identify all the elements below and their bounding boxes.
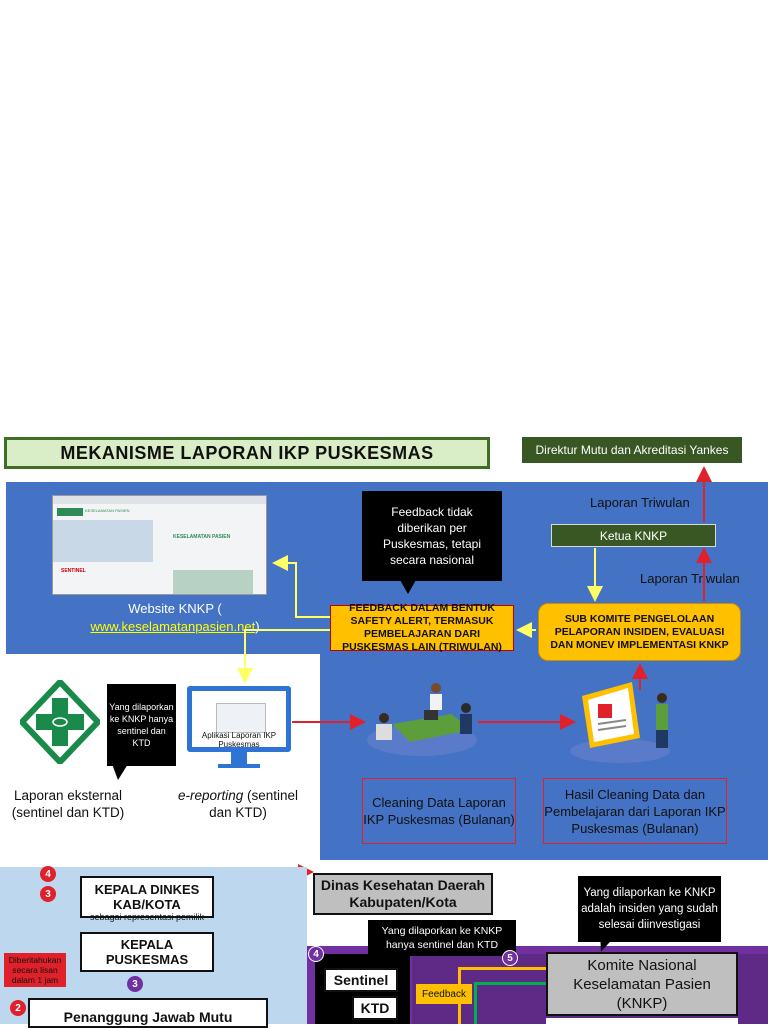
browser-bar <box>53 496 266 504</box>
step-4-badge-a: 4 <box>40 866 56 882</box>
penanggung-jawab-box: Penanggung Jawab Mutu <box>28 998 268 1028</box>
monitor-stand <box>231 752 247 764</box>
meeting-icon <box>367 683 477 756</box>
step-4-badge-b: 4 <box>308 946 324 962</box>
sentinel-callout-pointer <box>112 764 128 780</box>
feedback-callout-text: Feedback tidak diberikan per Puskesmas, … <box>382 505 482 567</box>
step-4a-text: 4 <box>45 868 51 880</box>
website-logo-text: KESELAMATAN PASIEN <box>85 508 130 513</box>
sentinel-callout-text: Yang dilaporkan ke KNKP hanya sentinel d… <box>109 702 174 748</box>
analysis-icon <box>570 682 670 763</box>
laporan-triwulan-label-1: Laporan Triwulan <box>590 495 690 510</box>
page-title-text: MEKANISME LAPORAN IKP PUSKESMAS <box>60 442 434 463</box>
website-section: SENTINEL <box>61 568 86 574</box>
website-thumb <box>173 570 253 594</box>
ketua-label: Ketua KNKP <box>599 528 668 543</box>
step-2-text: 2 <box>15 1002 21 1014</box>
ereporting-italic: e-reporting <box>177 788 244 803</box>
ktd-label: KTD <box>360 999 390 1016</box>
knkp-callout: Yang dilaporkan ke KNKP hanya sentinel d… <box>368 920 516 956</box>
penanggung-label: Penanggung Jawab Mutu <box>63 1009 233 1025</box>
kepala-puskesmas-box: KEPALA PUSKESMAS <box>80 932 214 972</box>
app-login-form <box>216 703 266 733</box>
subkomite-text: SUB KOMITE PENGELOLAAN PELAPORAN INSIDEN… <box>550 612 729 651</box>
hasil-text: Hasil Cleaning Data dan Pembelajaran dar… <box>544 786 726 836</box>
feedback-line-green <box>474 982 546 1024</box>
cleaning-text: Cleaning Data Laporan IKP Puskesmas (Bul… <box>363 795 515 827</box>
monitor-base <box>218 764 260 768</box>
website-headline: KESELAMATAN PASIEN <box>173 534 231 540</box>
website-close-paren: ) <box>255 619 260 634</box>
kepala-dinkes-label: KEPALA DINKES KAB/KOTA <box>94 882 200 912</box>
diberitahukan-text: Diberitahukan secara lisan dalam 1 jam <box>8 955 62 985</box>
subkomite-box: SUB KOMITE PENGELOLAAN PELAPORAN INSIDEN… <box>538 603 741 661</box>
step-4b-text: 4 <box>313 948 319 960</box>
step-3a-text: 3 <box>45 888 51 900</box>
komite-sub-box <box>546 1018 738 1024</box>
feedback-box-text: FEEDBACK DALAM BENTUK SAFETY ALERT, TERM… <box>342 602 502 653</box>
ereporting-label: e-reporting (sentinel dan KTD) <box>174 787 302 821</box>
team-meeting-illustration <box>362 680 482 760</box>
kepala-dinkes-box: KEPALA DINKES KAB/KOTA sebagai represent… <box>80 876 214 922</box>
blue-panel-right <box>320 654 768 860</box>
website-label-text: Website KNKP ( <box>128 601 222 616</box>
komite-box: Komite Nasional Keselamatan Pasien (KNKP… <box>546 952 738 1016</box>
kepala-puskesmas-label: KEPALA PUSKESMAS <box>105 937 189 967</box>
feedback-small-label: Feedback <box>416 984 472 1004</box>
laporan-triwulan-label-2: Laporan Triwulan <box>640 571 740 586</box>
step-5-badge: 5 <box>502 950 518 966</box>
sentinel-box: Sentinel <box>324 968 398 992</box>
feedback-small-text: Feedback <box>422 988 466 1000</box>
puskesmas-logo-icon <box>17 677 103 767</box>
website-logo-icon <box>57 508 83 516</box>
step-5-text: 5 <box>507 952 513 964</box>
step-2-badge: 2 <box>10 1000 26 1016</box>
puskesmas-logo <box>17 677 103 767</box>
step-3-badge-b: 3 <box>127 976 143 992</box>
hero-image <box>53 520 153 562</box>
website-url-link[interactable]: www.keselamatanpasien.net <box>90 619 256 634</box>
feedback-safety-alert-box: FEEDBACK DALAM BENTUK SAFETY ALERT, TERM… <box>330 602 514 653</box>
dinas-box: Dinas Kesehatan Daerah Kabupaten/Kota <box>313 873 493 915</box>
sentinel-callout: Yang dilaporkan ke KNKP hanya sentinel d… <box>107 684 176 766</box>
ktd-box: KTD <box>352 996 398 1020</box>
monitor-screen: Aplikasi Laporan IKP Puskesmas <box>187 686 291 752</box>
diberitahukan-note: Diberitahukan secara lisan dalam 1 jam <box>4 953 66 987</box>
ketua-knkp-box: Ketua KNKP <box>551 524 716 547</box>
cleaning-box: Cleaning Data Laporan IKP Puskesmas (Bul… <box>362 778 516 844</box>
investigasi-callout-text: Yang dilaporkan ke KNKP adalah insiden y… <box>581 887 718 931</box>
ereporting-rest: (sentinel dan KTD) <box>209 788 299 820</box>
knkp-callout-text: Yang dilaporkan ke KNKP hanya sentinel d… <box>381 925 503 951</box>
website-screenshot: KESELAMATAN PASIEN KESELAMATAN PASIEN SE… <box>52 495 267 595</box>
direktur-box: Direktur Mutu dan Akreditasi Yankes <box>522 437 742 463</box>
data-analysis-illustration <box>570 676 690 766</box>
arrow-feedback-app <box>237 629 330 684</box>
hasil-box: Hasil Cleaning Data dan Pembelajaran dar… <box>543 778 727 844</box>
feedback-callout-pointer <box>400 580 416 594</box>
website-knkp-label: Website KNKP ( www.keselamatanpasien.net… <box>70 600 280 636</box>
kepala-dinkes-sub: sebagai representasi pemilik <box>89 912 205 922</box>
step-3b-text: 3 <box>132 978 138 990</box>
dinas-label: Dinas Kesehatan Daerah Kabupaten/Kota <box>320 877 486 910</box>
investigasi-callout: Yang dilaporkan ke KNKP adalah insiden y… <box>578 876 721 942</box>
arrow-feedback-website <box>272 555 330 618</box>
direktur-label: Direktur Mutu dan Akreditasi Yankes <box>535 443 729 457</box>
sentinel-label: Sentinel <box>333 971 389 988</box>
step-3-badge-a: 3 <box>40 886 56 902</box>
laporan-eksternal-label: Laporan eksternal (sentinel dan KTD) <box>11 788 125 820</box>
komite-label: Komite Nasional Keselamatan Pasien (KNKP… <box>573 956 711 1012</box>
feedback-callout: Feedback tidak diberikan per Puskesmas, … <box>362 491 502 581</box>
page-title: MEKANISME LAPORAN IKP PUSKESMAS <box>4 437 490 469</box>
app-label: Aplikasi Laporan IKP Puskesmas <box>201 731 277 749</box>
